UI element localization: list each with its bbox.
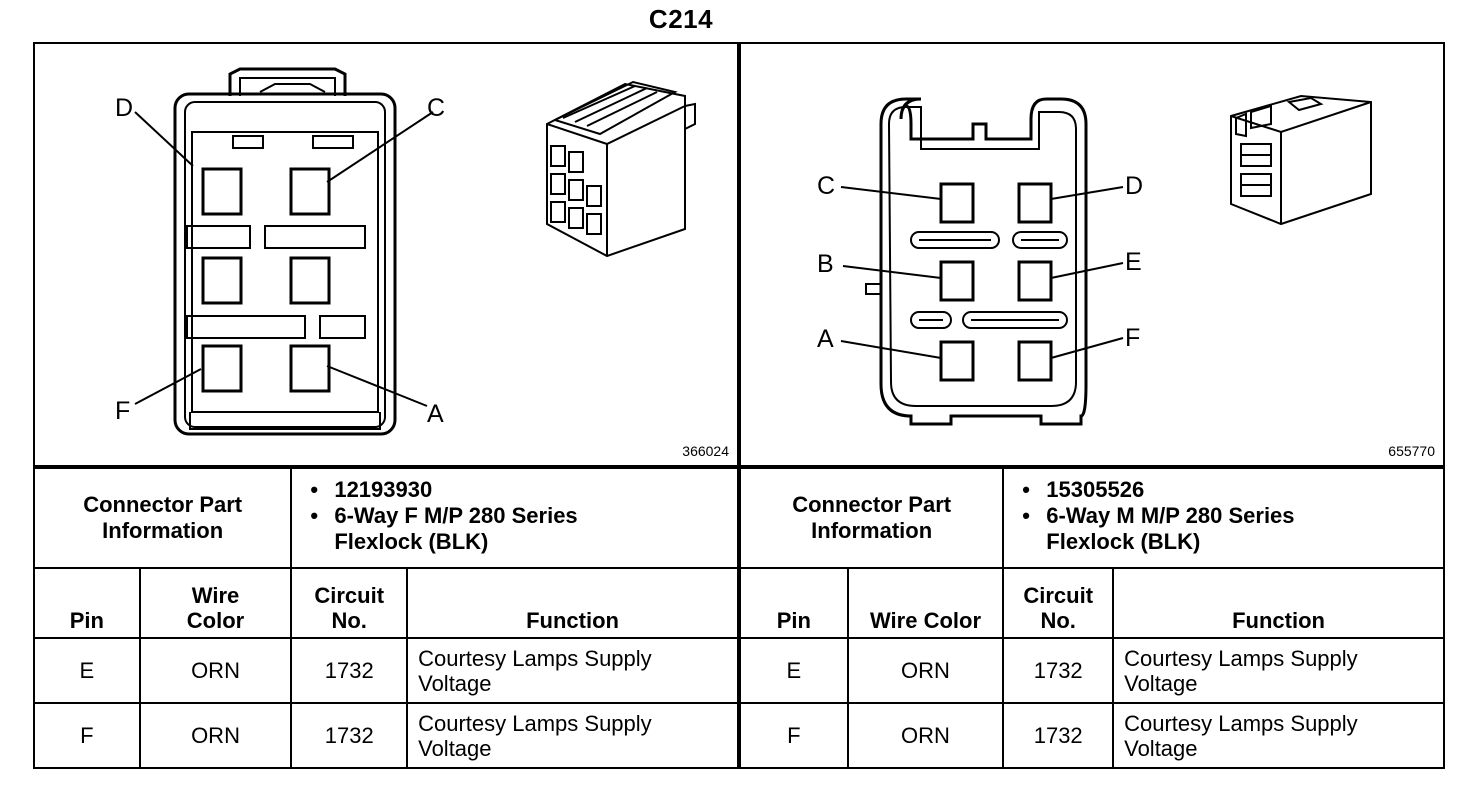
part-number: 12193930	[310, 477, 731, 503]
right-connector-panel: C B A D E F 655770	[738, 42, 1445, 772]
part-info-details: 15305526 6-Way M M/P 280 Series Flexlock…	[1002, 467, 1445, 569]
part-info-label: Connector Part Information	[32, 467, 293, 569]
female-connector-face-view: D C F A	[115, 67, 696, 436]
pin-label-a: A	[817, 325, 834, 353]
circuit-cell: 1732	[1002, 702, 1115, 769]
female-connector-iso-view	[546, 80, 696, 258]
circuit-cell: 1732	[290, 702, 409, 769]
part-info-row: Connector Part Information 15305526 6-Wa…	[738, 467, 1445, 569]
connector-title: C214	[648, 4, 714, 34]
cavity-f	[201, 344, 243, 393]
pin-label-b: B	[817, 250, 834, 278]
wire-color-cell: ORN	[138, 637, 293, 704]
part-number: 15305526	[1022, 477, 1437, 503]
wire-color-cell: ORN	[846, 637, 1005, 704]
part-info-label: Connector Part Information	[738, 467, 1005, 569]
cavity-b	[939, 260, 975, 302]
pin-label-c: C	[817, 172, 835, 200]
left-connector-panel: D C F A	[32, 42, 739, 772]
cavity-d	[201, 167, 243, 216]
left-connector-diagram: D C F A	[33, 42, 739, 467]
pin-label-d: D	[115, 94, 133, 122]
left-connector-table: Connector Part Information 12193930 6-Wa…	[32, 467, 739, 769]
part-description: 6-Way M M/P 280 Series Flexlock (BLK)	[1022, 503, 1437, 555]
cavity-a	[289, 344, 331, 393]
cavity-e	[201, 256, 243, 305]
circuit-cell: 1732	[290, 637, 409, 704]
header-function: Function	[406, 567, 739, 639]
male-connector-face-view: C B A D E F	[817, 94, 1372, 426]
pin-label-a: A	[427, 400, 444, 428]
pin-cell: F	[739, 702, 849, 769]
part-info-row: Connector Part Information 12193930 6-Wa…	[32, 467, 739, 569]
cavity-d	[1017, 182, 1053, 224]
pin-cell: E	[739, 637, 849, 704]
wire-color-cell: ORN	[138, 702, 293, 769]
header-pin: Pin	[33, 567, 141, 639]
cavity-c	[289, 167, 331, 216]
header-wire-color: Wire Color	[846, 567, 1005, 639]
cavity-a	[939, 340, 975, 382]
cavity-e	[1017, 260, 1053, 302]
right-connector-diagram: C B A D E F 655770	[739, 42, 1445, 467]
right-connector-table: Connector Part Information 15305526 6-Wa…	[738, 467, 1445, 769]
cavity-c	[939, 182, 975, 224]
part-description: 6-Way F M/P 280 Series Flexlock (BLK)	[310, 503, 731, 555]
cavity-b	[289, 256, 331, 305]
header-function: Function	[1112, 567, 1445, 639]
cavity-f	[1017, 340, 1053, 382]
pin-label-c: C	[427, 94, 445, 122]
pin-cell: F	[33, 702, 141, 769]
part-info-details: 12193930 6-Way F M/P 280 Series Flexlock…	[290, 467, 739, 569]
drawing-number: 655770	[1388, 443, 1435, 459]
pin-label-f: F	[115, 397, 130, 425]
male-connector-iso-view	[1230, 94, 1372, 226]
pin-label-e: E	[1125, 248, 1142, 276]
header-pin: Pin	[739, 567, 849, 639]
pin-label-f: F	[1125, 324, 1140, 352]
circuit-cell: 1732	[1002, 637, 1115, 704]
pin-cell: E	[33, 637, 141, 704]
drawing-number: 366024	[682, 443, 729, 459]
wire-color-cell: ORN	[846, 702, 1005, 769]
pin-label-d: D	[1125, 172, 1143, 200]
